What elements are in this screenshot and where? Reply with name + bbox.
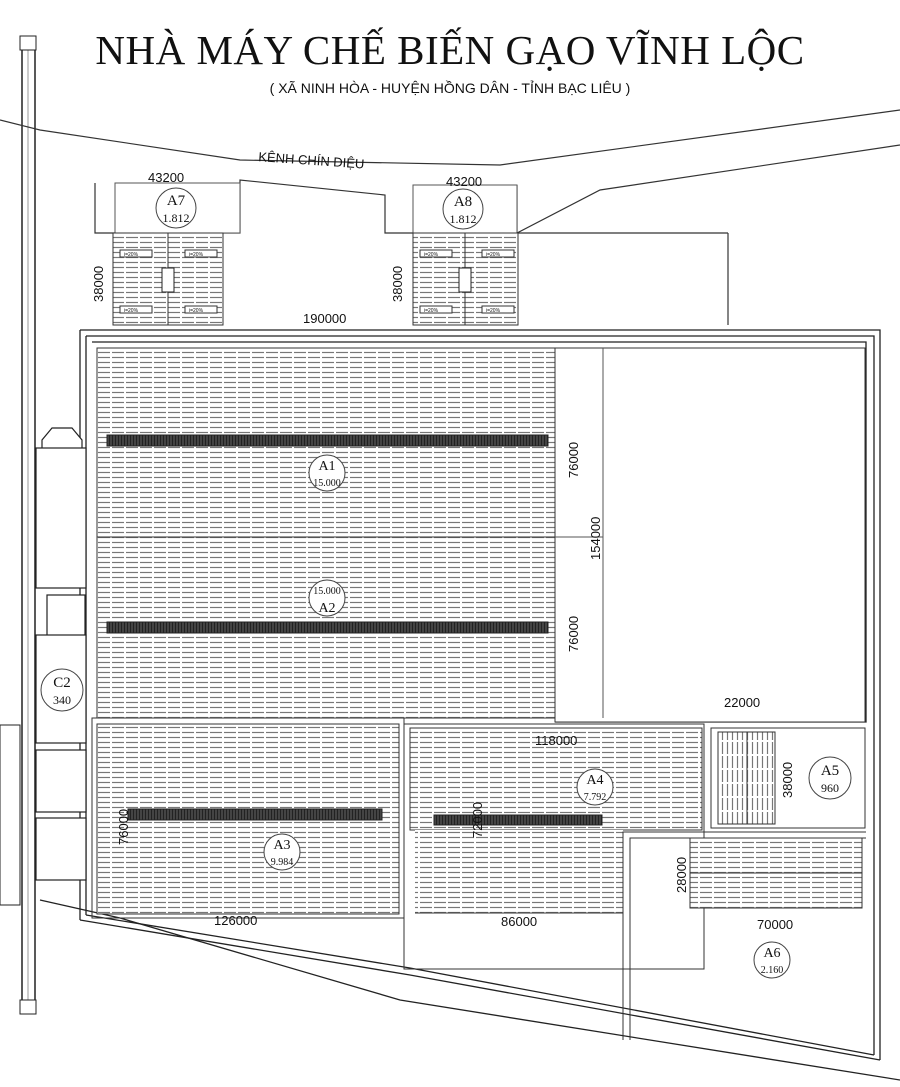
dim-a6-length: 70000 (757, 917, 793, 932)
label-circle (442, 188, 484, 230)
dim-a2-depth: 76000 (566, 616, 581, 652)
empty-lot (554, 347, 866, 723)
area-value: 15.000 (313, 478, 341, 489)
dim-a8-depth: 38000 (390, 266, 405, 302)
dim-a5-width: 22000 (724, 695, 760, 710)
drying-bar-a2 (106, 621, 549, 634)
dim-a4-depth: 72000 (470, 802, 485, 838)
slope-label: i=20% (486, 252, 501, 258)
zone-a4 (403, 723, 705, 970)
area-id: A8 (454, 194, 472, 210)
area-label-a4: A4 7.792 (576, 768, 614, 806)
area-label-a6: A6 2.160 (753, 941, 791, 979)
area-id: A1 (318, 459, 335, 474)
road (0, 35, 37, 1015)
slope-label: i=20% (189, 308, 204, 314)
slope-label: i=20% (486, 308, 501, 314)
area-label-a1: A1 15.000 (308, 454, 346, 492)
area-value: 9.984 (271, 857, 294, 868)
area-value: 7.792 (584, 792, 607, 803)
zone-a3 (91, 717, 405, 919)
label-circle (308, 454, 346, 492)
label-circle (155, 187, 197, 229)
dim-a4-length: 118000 (535, 733, 577, 748)
dim-a4-bottom: 86000 (501, 914, 537, 929)
canal-label: KÊNH CHÍN DIỆU (258, 149, 365, 171)
label-circle (753, 941, 791, 979)
left-buildings (35, 427, 87, 881)
dim-a1-depth: 76000 (566, 442, 581, 478)
area-id: C2 (53, 675, 71, 691)
area-id: A2 (318, 601, 335, 616)
dim-a6-depth: 28000 (674, 857, 689, 893)
area-label-a2: A2 15.000 (308, 579, 346, 617)
label-circle (263, 833, 301, 871)
dim-a3-length: 126000 (214, 913, 257, 928)
area-id: A7 (167, 193, 186, 209)
label-circle (576, 768, 614, 806)
area-id: A4 (586, 773, 603, 788)
area-value: 1.812 (450, 212, 477, 226)
label-circle (808, 756, 852, 800)
area-value: 2.160 (761, 965, 784, 976)
dim-a7-depth: 38000 (91, 266, 106, 302)
area-value: 15.000 (313, 586, 341, 597)
drawing-title: NHÀ MÁY CHẾ BIẾN GẠO VĨNH LỘC (95, 27, 805, 73)
area-label-a3: A3 9.984 (263, 833, 301, 871)
area-value: 1.812 (163, 211, 190, 225)
dim-a8-width: 43200 (446, 174, 482, 189)
slope-label: i=20% (124, 252, 139, 258)
area-value: 960 (821, 781, 839, 795)
slope-label: i=20% (424, 252, 439, 258)
drying-bar-a1 (106, 434, 549, 447)
label-circle (40, 668, 84, 712)
area-label-a7: A7 1.812 (155, 187, 197, 229)
area-label-a8: A8 1.812 (442, 188, 484, 230)
area-id: A6 (763, 946, 780, 961)
zone-a6 (622, 831, 866, 1040)
slope-label: i=20% (189, 252, 204, 258)
dim-a7-width: 43200 (148, 170, 184, 185)
dim-a5-depth: 38000 (780, 762, 795, 798)
area-id: A3 (273, 838, 290, 853)
slope-labels: i=20% i=20% i=20% i=20% i=20% i=20% i=20… (119, 249, 515, 314)
dim-top-length: 190000 (303, 311, 346, 326)
slope-label: i=20% (124, 308, 139, 314)
label-circle (308, 579, 346, 617)
slope-label: i=20% (424, 308, 439, 314)
area-value: 340 (53, 693, 71, 707)
dim-a3-depth: 76000 (116, 809, 131, 845)
drawing-subtitle: ( XÃ NINH HÒA - HUYỆN HỒNG DÂN - TỈNH BẠ… (269, 80, 631, 96)
dim-total-depth: 154000 (588, 517, 603, 560)
area-id: A5 (821, 763, 839, 779)
